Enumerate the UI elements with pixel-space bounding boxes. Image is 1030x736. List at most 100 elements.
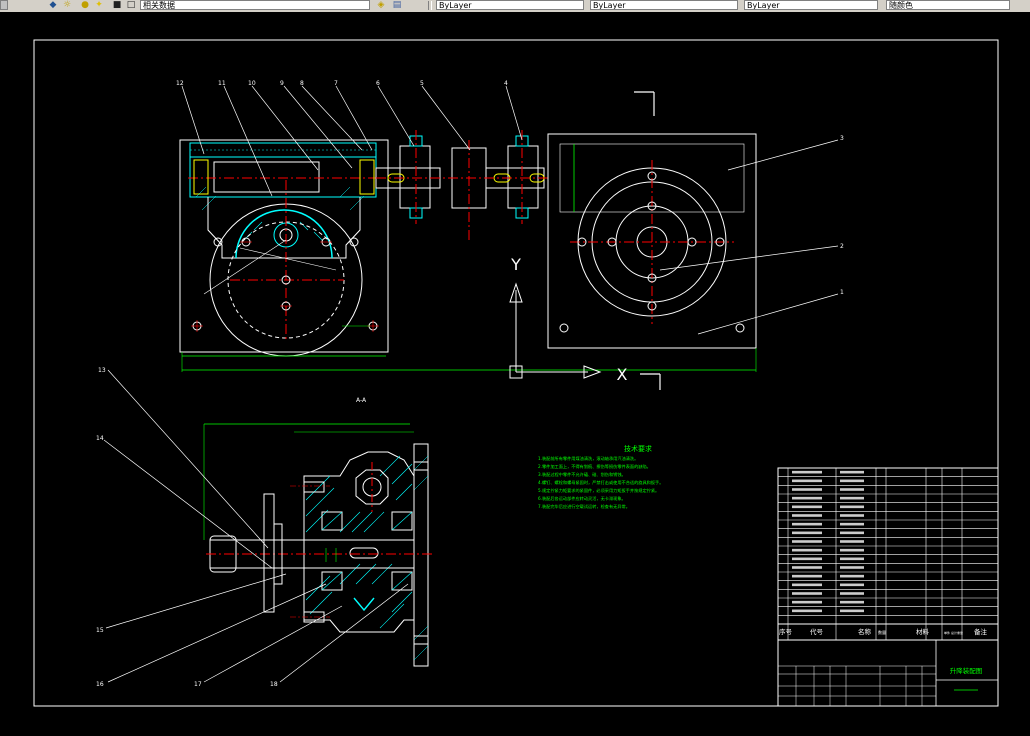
- bom-cell-mark: [840, 574, 864, 578]
- bom-cell-mark: [840, 514, 864, 517]
- balloon-12: 12: [176, 80, 184, 87]
- balloon-9: 9: [280, 80, 284, 87]
- bom-cell-mark: [840, 505, 864, 509]
- bom-cell-mark: [792, 470, 822, 474]
- bom-cell-mark: [840, 522, 864, 526]
- section-label: A-A: [356, 397, 367, 404]
- svg-text:7.装配完毕后应进行空载试运转，检查有无异常。: 7.装配完毕后应进行空载试运转，检查有无异常。: [538, 503, 630, 510]
- gearbox-base-plate: [179, 139, 389, 353]
- section-hatch: [305, 455, 413, 629]
- bom-header-labels: 序号 代号 名称 数量 材料 单件 总计重量 备注: [779, 627, 988, 636]
- bom-cell-mark: [840, 488, 864, 491]
- lineweight-dropdown[interactable]: ByLayer: [744, 0, 878, 10]
- bom-cell-mark: [792, 574, 822, 578]
- bom-cell-mark: [840, 496, 864, 500]
- bom-cell-mark: [792, 548, 822, 552]
- svg-text:5.规定拧紧力矩要求的紧固件，必须采用力矩扳手并按规定拧紧。: 5.规定拧紧力矩要求的紧固件，必须采用力矩扳手并按规定拧紧。: [538, 487, 659, 494]
- bom-cell-mark: [840, 540, 864, 543]
- window-restore-button[interactable]: [0, 0, 8, 10]
- balloon-8: 8: [300, 80, 304, 87]
- bom-cell-mark: [792, 540, 822, 543]
- section-view-aa: [203, 423, 432, 667]
- bom-cell-mark: [792, 583, 822, 587]
- svg-text:序号: 序号: [779, 627, 793, 636]
- bom-cell-mark: [792, 531, 822, 535]
- bom-cell-mark: [840, 548, 864, 552]
- tech-req-lines: 1.装配前所有零件用煤油清洗，滚动轴承用汽油清洗。 2.零件加工面上，不得有划痕…: [538, 455, 663, 510]
- section-marker-top: [634, 91, 661, 390]
- color-dropdown[interactable]: ByLayer: [436, 0, 584, 10]
- cad-drawing-canvas[interactable]: Y X 12 11 10 9 8 7 6 5 4 3 2 1 A-A: [0, 12, 1030, 736]
- bom-cell-mark: [792, 609, 822, 613]
- svg-text:4.螺钉、螺栓和螺母紧固时，严禁打击或使用不合适的旋具和扳手: 4.螺钉、螺栓和螺母紧固时，严禁打击或使用不合适的旋具和扳手。: [538, 479, 663, 486]
- balloon-7: 7: [334, 80, 338, 87]
- make-current-layer-icon[interactable]: ◈: [377, 0, 385, 10]
- svg-text:单件 总计重量: 单件 总计重量: [944, 630, 963, 635]
- bom-cell-mark: [792, 479, 822, 483]
- bom-cell-mark: [840, 566, 864, 569]
- svg-text:数量: 数量: [878, 629, 886, 635]
- bom-row-lines: [778, 476, 998, 616]
- coupling-assembly: [375, 130, 548, 240]
- balloon-2: 2: [840, 243, 844, 250]
- linetype-dropdown[interactable]: ByLayer: [590, 0, 738, 10]
- section-bearings: [321, 511, 413, 591]
- drawing-title: 升降装配图: [950, 666, 983, 675]
- gearbox-front-view: [179, 139, 389, 357]
- bom-cell-mark: [792, 566, 822, 569]
- bom-cell-mark: [840, 600, 864, 604]
- worm-shaft: [213, 161, 320, 193]
- part-balloons-top: 12 11 10 9 8 7 6 5 4 3 2 1: [176, 80, 844, 296]
- balloon-14: 14: [96, 435, 104, 442]
- cad-toolbar: ◆ ☼ ● ✦ ■ □ 相关数据_ ◈ ▤ ByLayer ByLayer By…: [0, 0, 1030, 13]
- layer-dropdown[interactable]: 相关数据_: [140, 0, 370, 10]
- leader-lines-top: [181, 85, 839, 335]
- balloon-1: 1: [840, 289, 844, 296]
- svg-text:代号: 代号: [810, 627, 824, 636]
- motor-bolt-holes: [559, 171, 745, 333]
- housing-hatch: [195, 186, 365, 211]
- plotstyle-dropdown[interactable]: 随颜色: [886, 0, 1010, 10]
- bom-cell-mark: [840, 479, 864, 483]
- technical-requirements: 技术要求 1.装配前所有零件用煤油清洗，滚动轴承用汽油清洗。 2.零件加工面上，…: [538, 444, 663, 510]
- worm-section: [355, 469, 389, 505]
- svg-text:6.装配后各运动部件应转动灵活，无卡滞现象。: 6.装配后各运动部件应转动灵活，无卡滞现象。: [538, 495, 626, 502]
- shaft-keyway: [349, 547, 379, 559]
- ucs-y-label: Y: [510, 255, 521, 274]
- bom-cell-mark: [840, 592, 864, 595]
- balloon-5: 5: [420, 80, 424, 87]
- layer-color-icon[interactable]: ■: [112, 0, 122, 10]
- balloon-17: 17: [194, 681, 202, 688]
- motor-base-plate: [547, 133, 757, 349]
- bom-cell-mark: [840, 557, 864, 561]
- layer-state-icon[interactable]: ◆: [49, 0, 57, 10]
- balloon-11: 11: [218, 80, 226, 87]
- bom-cell-mark: [792, 600, 822, 604]
- bom-cell-mark: [792, 488, 822, 491]
- bom-cell-mark: [792, 522, 822, 526]
- ucs-icon: Y X: [509, 255, 628, 384]
- lock-icon[interactable]: ●: [81, 0, 89, 10]
- bom-cell-mark: [792, 505, 822, 509]
- model-space-background: [0, 12, 1030, 736]
- layer-previous-icon[interactable]: ▤: [392, 0, 402, 10]
- freeze-icon[interactable]: ✦: [95, 0, 103, 10]
- bom-column-lines: [787, 468, 963, 640]
- bill-of-materials: 序号 代号 名称 数量 材料 单件 总计重量 备注: [777, 467, 999, 641]
- bom-cell-mark: [792, 496, 822, 500]
- bom-cell-mark: [840, 531, 864, 535]
- balloon-18: 18: [270, 681, 278, 688]
- svg-text:3.装配过程中零件不允许磕、碰、划伤和锈蚀。: 3.装配过程中零件不允许磕、碰、划伤和锈蚀。: [538, 471, 626, 478]
- balloon-16: 16: [96, 681, 104, 688]
- balloon-4: 4: [504, 80, 508, 87]
- right-bearing: [359, 159, 375, 195]
- bom-cell-mark: [792, 592, 822, 595]
- svg-text:材料: 材料: [916, 627, 930, 636]
- svg-text:2.零件加工面上，不得有划痕、擦伤等损伤零件表面的缺陷。: 2.零件加工面上，不得有划痕、擦伤等损伤零件表面的缺陷。: [538, 463, 651, 470]
- sun-icon[interactable]: ☼: [62, 0, 72, 10]
- bom-cell-mark: [840, 470, 864, 474]
- layer-plot-icon[interactable]: □: [126, 0, 136, 10]
- bom-cell-mark: [792, 514, 822, 517]
- drawing-border: [33, 39, 999, 707]
- bom-cell-mark: [792, 557, 822, 561]
